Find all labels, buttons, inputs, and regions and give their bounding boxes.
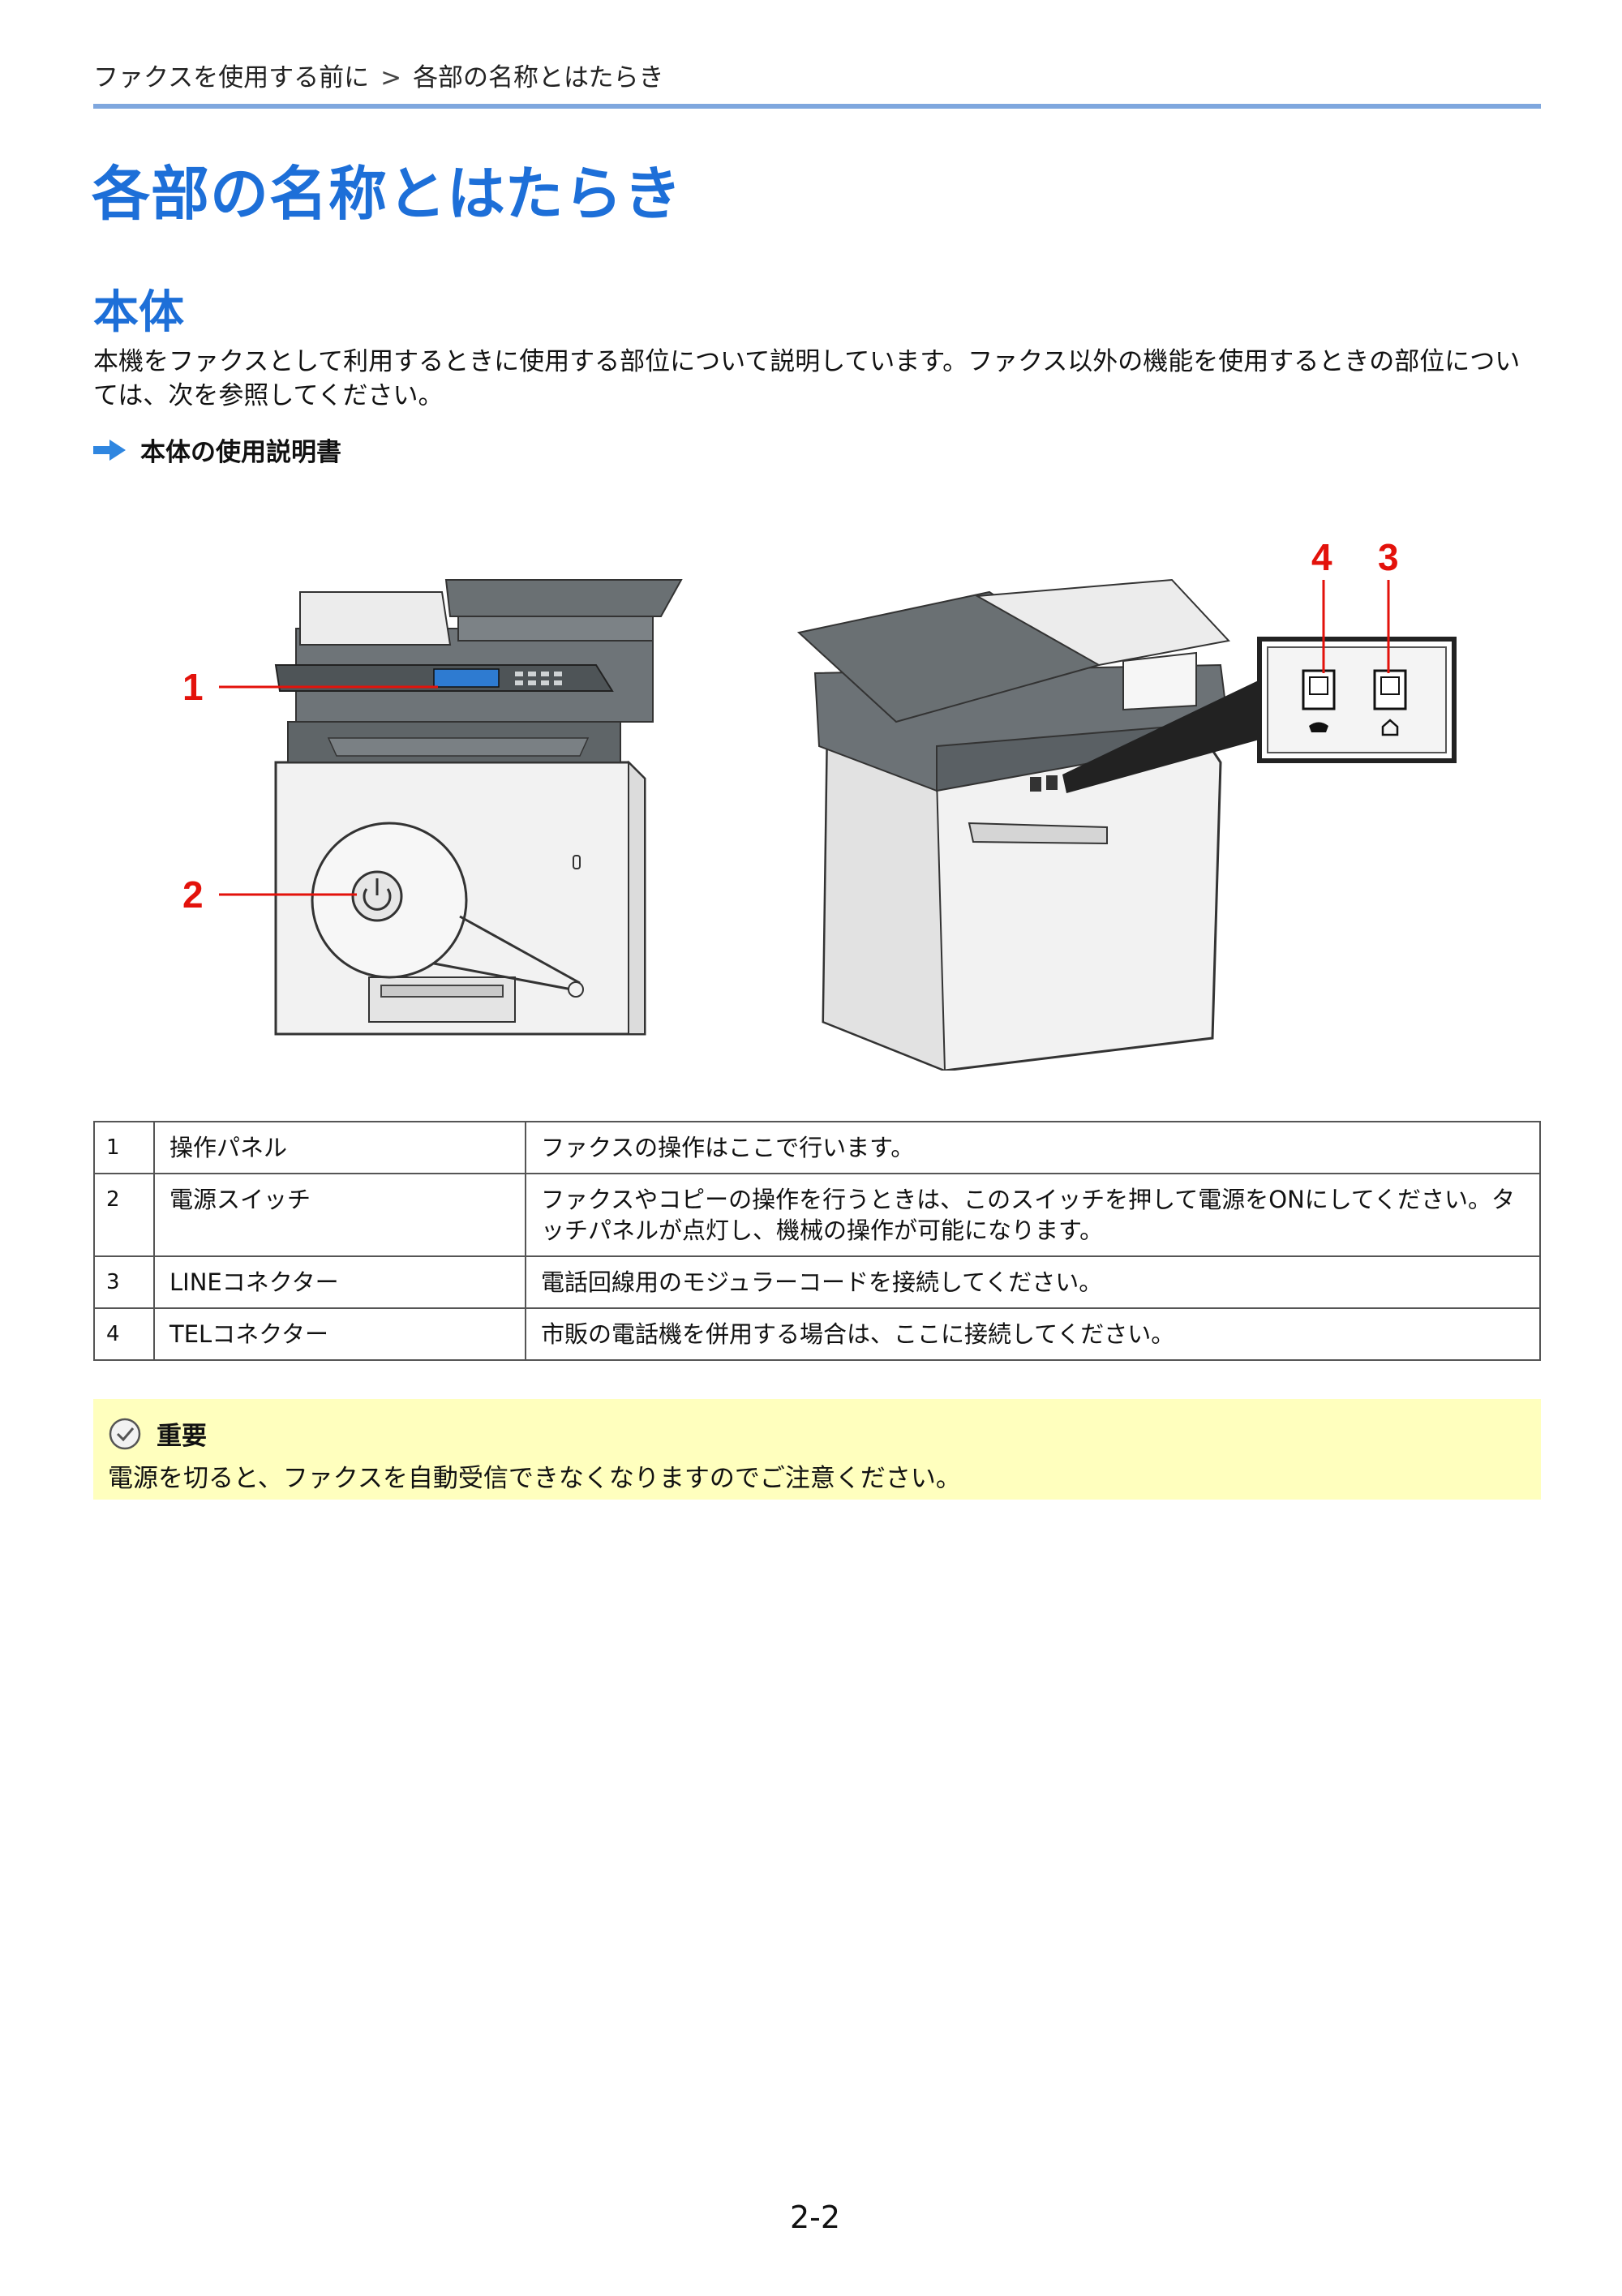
header-divider — [93, 104, 1541, 109]
part-number: 4 — [93, 1307, 155, 1361]
part-description: ファクスの操作はここで行います。 — [525, 1121, 1541, 1174]
front-view-machine — [274, 579, 683, 1036]
part-description: ファクスやコピーの操作を行うときは、このスイッチを押して電源をONにしてください… — [525, 1173, 1541, 1257]
note-title: 重要 — [157, 1422, 207, 1451]
important-note: 重要 電源を切ると、ファクスを自動受信できなくなりますのでご注意ください。 — [93, 1399, 1541, 1500]
parts-table: 1 操作パネル ファクスの操作はここで行います。 2 電源スイッチ ファクスやコ… — [93, 1121, 1541, 1361]
section-intro: 本機をファクスとして利用するときに使用する部位について説明しています。ファクス以… — [93, 347, 1521, 410]
part-description: 市販の電話機を併用する場合は、ここに接続してください。 — [525, 1307, 1541, 1361]
line-port-icon — [1373, 669, 1407, 736]
callout-1: 1 — [182, 666, 204, 708]
part-description: 電話回線用のモジュラーコードを接続してください。 — [525, 1255, 1541, 1309]
callout-2: 2 — [182, 873, 204, 916]
part-number: 2 — [93, 1173, 155, 1257]
page-title: 各部の名称とはたらき — [92, 160, 683, 228]
arrow-right-icon — [93, 439, 126, 461]
part-name: LINEコネクター — [153, 1255, 526, 1309]
part-name: 操作パネル — [153, 1121, 526, 1174]
section-title: 本体 — [93, 286, 184, 339]
check-circle-icon — [109, 1418, 141, 1449]
part-name: TELコネクター — [153, 1307, 526, 1361]
note-body: 電源を切ると、ファクスを自動受信できなくなりますのでご注意ください。 — [108, 1464, 961, 1493]
note-header: 重要 — [108, 1415, 207, 1452]
callout-4: 4 — [1311, 536, 1332, 578]
table-row: 2 電源スイッチ ファクスやコピーの操作を行うときは、このスイッチを押して電源を… — [93, 1173, 1541, 1257]
breadcrumb: ファクスを使用する前に > 各部の名称とはたらき — [93, 57, 663, 93]
callout-3: 3 — [1378, 536, 1399, 578]
table-row: 1 操作パネル ファクスの操作はここで行います。 — [93, 1121, 1541, 1174]
part-number: 1 — [93, 1121, 155, 1174]
table-row: 3 LINEコネクター 電話回線用のモジュラーコードを接続してください。 — [93, 1255, 1541, 1309]
reference-link[interactable]: 本体の使用説明書 — [93, 431, 341, 468]
part-number: 3 — [93, 1255, 155, 1309]
rear-view-machine — [796, 578, 1457, 1071]
page-number: 2-2 — [789, 2199, 841, 2235]
breadcrumb-separator: > — [380, 63, 402, 92]
table-row: 4 TELコネクター 市販の電話機を併用する場合は、ここに接続してください。 — [93, 1307, 1541, 1361]
breadcrumb-parent[interactable]: ファクスを使用する前に — [93, 63, 370, 92]
machine-illustration: 1 2 4 3 — [182, 536, 1457, 1071]
reference-link-label: 本体の使用説明書 — [140, 438, 341, 467]
breadcrumb-current: 各部の名称とはたらき — [413, 63, 664, 92]
part-name: 電源スイッチ — [153, 1173, 526, 1257]
